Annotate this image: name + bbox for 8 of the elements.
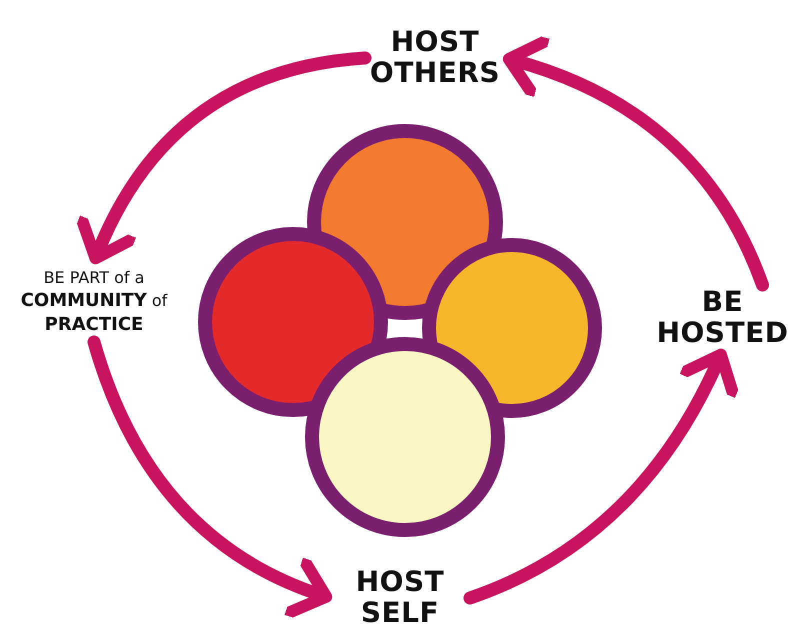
stage-label: HOST SELF: [354, 567, 446, 629]
curved-arrow: [502, 36, 769, 292]
curved-arrow: [78, 52, 372, 264]
curved-arrow: [464, 348, 738, 604]
stage-label: BE PART of a COMMUNITY of PRACTICE: [20, 266, 168, 337]
stage-label: BE HOSTED: [656, 287, 790, 349]
curved-arrow: [88, 336, 332, 617]
stage-label: HOST OTHERS: [368, 27, 502, 89]
